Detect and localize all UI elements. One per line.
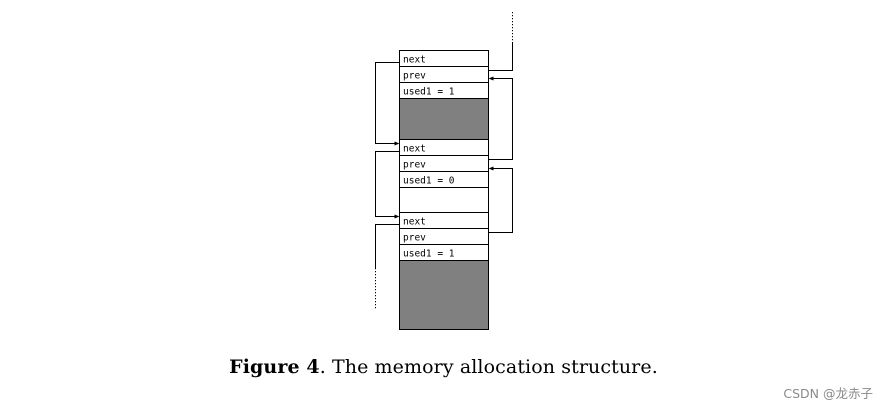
arrowhead-icon [488, 166, 494, 171]
used-label-3: used1 = 1 [403, 249, 455, 260]
figure-label: Figure 4 [229, 356, 320, 378]
arrowhead-icon [394, 141, 400, 146]
memory-block-2: next prev used1 = 0 [399, 139, 489, 213]
prev-pointer-3-to-2 [488, 166, 513, 233]
next-label-3: next [403, 217, 426, 228]
data-area-1 [399, 98, 489, 140]
data-area-2 [399, 187, 489, 213]
prev-label-3: prev [403, 233, 426, 244]
memory-block-1: next prev used1 = 1 [399, 50, 489, 140]
next-pointer-2-to-3 [375, 151, 400, 219]
next-pointer-3-out [375, 224, 400, 310]
figure-caption-text: The memory allocation structure. [325, 356, 658, 378]
next-label-1: next [403, 55, 426, 66]
next-label-2: next [403, 144, 426, 155]
watermark: CSDN @龙赤子 [783, 386, 873, 401]
data-area-3 [399, 260, 489, 330]
incoming-pointer-top [489, 42, 513, 71]
figure-caption: Figure 4. The memory allocation structur… [0, 356, 887, 378]
memory-block-3: next prev used1 = 1 [399, 212, 489, 330]
figure-label-separator: . [319, 356, 326, 378]
prev-pointer-2-to-1 [488, 76, 513, 160]
arrowhead-icon [394, 214, 400, 219]
prev-label-1: prev [403, 71, 426, 82]
arrowhead-icon [488, 76, 494, 81]
prev-label-2: prev [403, 160, 426, 171]
next-pointer-1-to-2 [375, 62, 400, 146]
used-label-2: used1 = 0 [403, 176, 455, 187]
used-label-1: used1 = 1 [403, 87, 455, 98]
